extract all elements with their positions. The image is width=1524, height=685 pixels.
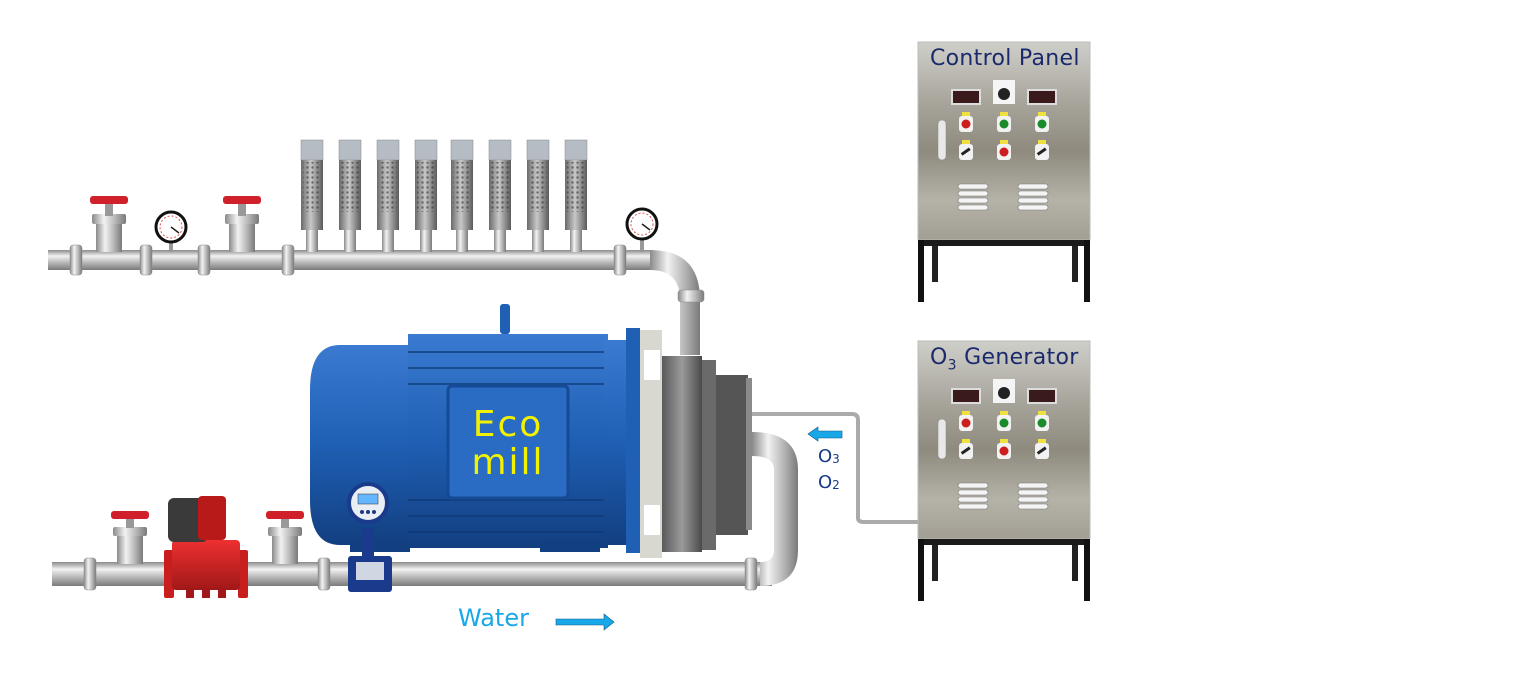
gas-flow-arrow-icon xyxy=(807,426,843,442)
valve-handle-icon xyxy=(266,511,304,519)
digital-display xyxy=(1027,388,1057,404)
indicator-button-icon xyxy=(999,418,1009,428)
valve-handle-icon xyxy=(111,511,149,519)
o3-generator-cabinet xyxy=(917,340,1091,601)
meter-display-icon xyxy=(357,493,379,505)
ecomill-label: Eco mill xyxy=(450,406,566,482)
valve-lower-1[interactable] xyxy=(111,511,149,564)
diffuser-filter-group xyxy=(300,139,588,252)
o3-generator-label: O3 Generator xyxy=(930,345,1079,373)
valve-lower-2[interactable] xyxy=(266,511,304,564)
gas-o2-sub: 2 xyxy=(832,478,840,492)
control-panel-cabinet xyxy=(917,41,1091,302)
timer-knob-icon xyxy=(998,387,1010,399)
gas-line xyxy=(752,412,920,524)
indicator-button-icon xyxy=(999,147,1009,157)
timer-knob-icon xyxy=(998,88,1010,100)
digital-display xyxy=(951,388,981,404)
upper-pipeline xyxy=(48,244,705,355)
valve-upper-1[interactable] xyxy=(90,196,128,252)
diffuser-filter xyxy=(564,139,588,252)
gas-o2-main: O xyxy=(818,472,833,493)
valve-handle-icon xyxy=(223,196,261,204)
selector-switch-icon xyxy=(1036,147,1047,156)
diffuser-filter xyxy=(338,139,362,252)
pressure-gauge-1 xyxy=(154,210,188,252)
water-flow-arrow-icon xyxy=(555,613,615,631)
valve-upper-2[interactable] xyxy=(223,196,261,252)
o3-generator-label-sub: 3 xyxy=(947,357,957,374)
gas-o3-main: O xyxy=(818,446,833,467)
diffuser-filter xyxy=(376,139,400,252)
flow-meter xyxy=(347,482,392,592)
digital-display xyxy=(1027,89,1057,105)
ecomill-label-line1: Eco xyxy=(472,404,544,445)
pressure-gauge-2 xyxy=(625,207,659,252)
o3-generator-label-rest: Generator xyxy=(956,345,1079,370)
diffuser-filter xyxy=(488,139,512,252)
o3-generator-label-o: O xyxy=(930,345,948,370)
diffuser-filter xyxy=(414,139,438,252)
indicator-button-icon xyxy=(961,119,971,129)
ecomill-label-line2: mill xyxy=(471,442,545,483)
indicator-button-icon xyxy=(1037,119,1047,129)
diffuser-filter xyxy=(526,139,550,252)
valve-handle-icon xyxy=(90,196,128,204)
selector-switch-icon xyxy=(960,147,971,156)
mill-chamber xyxy=(640,330,752,558)
indicator-button-icon xyxy=(999,119,1009,129)
gas-o2-label: O2 xyxy=(818,472,840,493)
diffuser-filter xyxy=(300,139,324,252)
gas-o3-sub: 3 xyxy=(832,452,840,466)
indicator-button-icon xyxy=(961,418,971,428)
gas-o3-label: O3 xyxy=(818,446,840,467)
selector-switch-icon xyxy=(1036,446,1047,455)
lifting-eye xyxy=(500,304,510,334)
selector-switch-icon xyxy=(960,446,971,455)
ecomill-motor xyxy=(310,304,640,553)
digital-display xyxy=(951,89,981,105)
indicator-button-icon xyxy=(1037,418,1047,428)
diffuser-filter xyxy=(450,139,474,252)
circulation-pump xyxy=(164,496,248,598)
water-label: Water xyxy=(458,604,529,632)
control-panel-label: Control Panel xyxy=(930,46,1080,71)
motor-nameplate xyxy=(446,384,570,500)
indicator-button-icon xyxy=(999,446,1009,456)
